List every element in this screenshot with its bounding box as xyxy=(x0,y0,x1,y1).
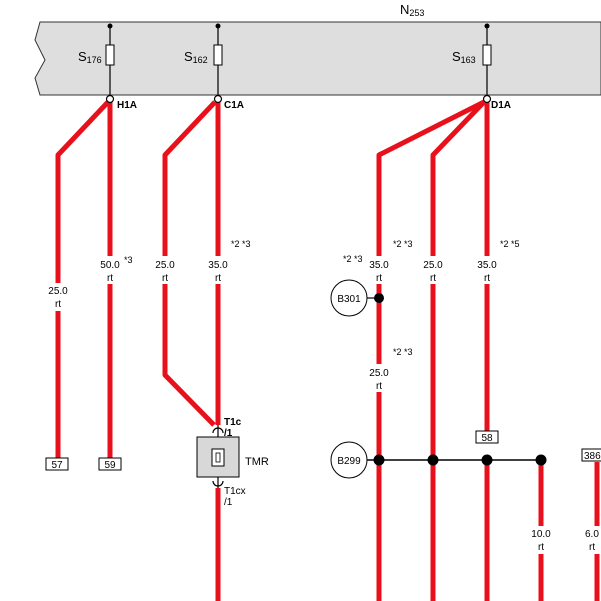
svg-text:rt: rt xyxy=(538,542,544,553)
junction-point xyxy=(482,94,492,104)
svg-text:50.0: 50.0 xyxy=(100,260,120,271)
svg-text:35.0: 35.0 xyxy=(369,260,389,271)
junction-point xyxy=(105,94,115,104)
svg-text:rt: rt xyxy=(55,299,61,310)
pin-label: T1cx xyxy=(224,486,246,497)
svg-text:*2 *3: *2 *3 xyxy=(393,239,413,249)
svg-text:25.0: 25.0 xyxy=(155,260,175,271)
wire xyxy=(55,100,110,460)
svg-text:rt: rt xyxy=(107,273,113,284)
splice-dot xyxy=(374,293,384,303)
fuse-label: S162 xyxy=(184,49,208,65)
wires xyxy=(55,99,600,601)
fuse-label: S176 xyxy=(78,49,102,65)
junction-label: C1A xyxy=(224,100,244,111)
svg-text:rt: rt xyxy=(376,381,382,392)
splice-dot xyxy=(535,454,547,466)
terminal-label: 386 xyxy=(584,451,601,462)
feed-dot xyxy=(484,23,490,29)
terminal-label: 57 xyxy=(51,460,63,471)
junction-point xyxy=(213,94,223,104)
terminal-box xyxy=(98,457,122,471)
svg-text:rt: rt xyxy=(162,273,168,284)
svg-text:35.0: 35.0 xyxy=(208,260,228,271)
svg-text:B301: B301 xyxy=(337,294,361,305)
fuse-symbol xyxy=(213,44,223,66)
terminal-label: 58 xyxy=(481,433,493,444)
svg-text:rt: rt xyxy=(215,273,221,284)
svg-text:6.0: 6.0 xyxy=(585,529,599,540)
svg-text:B299: B299 xyxy=(337,456,361,467)
svg-text:25.0: 25.0 xyxy=(423,260,443,271)
junction-label: D1A xyxy=(491,100,511,111)
wire xyxy=(376,99,486,601)
terminal-box xyxy=(475,430,499,444)
terminal-label: 59 xyxy=(104,460,116,471)
feed-dot xyxy=(215,23,221,29)
fuse-symbol xyxy=(482,44,492,66)
svg-text:25.0: 25.0 xyxy=(369,368,389,379)
svg-text:rt: rt xyxy=(484,273,490,284)
fuse-label: S163 xyxy=(452,49,476,65)
svg-text:*2 *5: *2 *5 xyxy=(500,239,520,249)
wire xyxy=(430,100,486,601)
svg-text:35.0: 35.0 xyxy=(477,260,497,271)
pin-label: /1 xyxy=(224,497,233,508)
svg-text:rt: rt xyxy=(430,273,436,284)
bus-label: N253 xyxy=(400,2,424,18)
bus-bar xyxy=(34,21,601,96)
tmr-fuse-symbol xyxy=(211,448,225,467)
terminal-box xyxy=(581,448,601,462)
wire-labels: 25.0 rt 50.0 rt *3 25.0 rt 35.0 rt *2 *3… xyxy=(44,239,601,554)
pin-label: T1c xyxy=(224,417,242,428)
svg-text:*2 *3: *2 *3 xyxy=(231,239,251,249)
svg-text:*2 *3: *2 *3 xyxy=(393,347,413,357)
feed-dot xyxy=(107,23,113,29)
svg-text:rt: rt xyxy=(376,273,382,284)
svg-text:10.0: 10.0 xyxy=(531,529,551,540)
splice-dot xyxy=(427,454,439,466)
junction-label: H1A xyxy=(117,100,137,111)
splice-dot xyxy=(481,454,493,466)
fuse-symbol xyxy=(105,44,115,66)
terminal-box xyxy=(45,457,69,471)
svg-text:*2 *3: *2 *3 xyxy=(343,254,363,264)
splice-dot xyxy=(373,454,385,466)
pin-label: /1 xyxy=(224,428,233,439)
component-name: TMR xyxy=(245,456,269,468)
svg-text:25.0: 25.0 xyxy=(48,286,68,297)
svg-text:rt: rt xyxy=(589,542,595,553)
svg-text:*3: *3 xyxy=(124,255,133,265)
